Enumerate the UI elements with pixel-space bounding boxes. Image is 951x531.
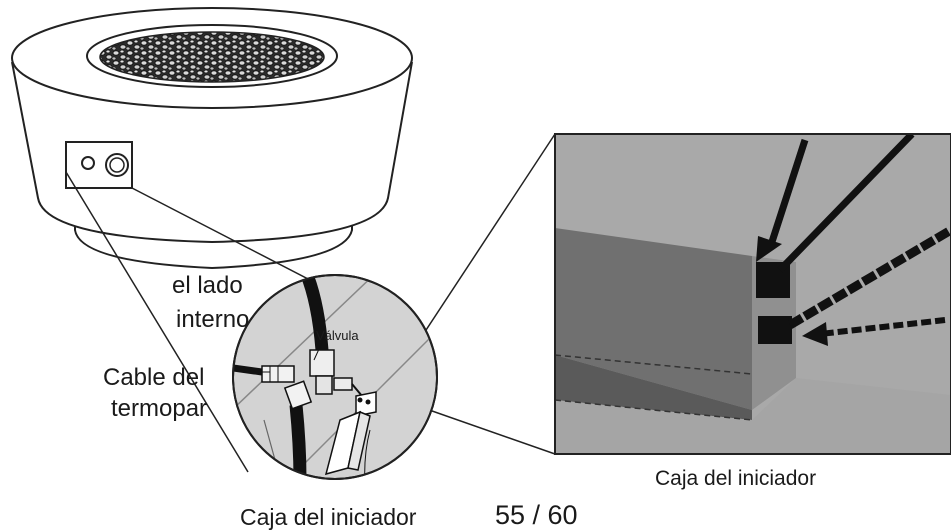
thermocouple-label-line1: Cable del [103,364,205,391]
igniter-button [81,156,95,170]
fire-pit-bowl [11,7,413,270]
igniter-box-label-right: Caja del iniciador [655,467,817,490]
arrow-bottom [802,317,946,346]
control-knob [105,153,129,177]
inner-side-label-line1: el lado [172,272,243,299]
valve-label: Válvula [316,328,359,343]
closeup-frame [554,133,951,455]
page-number: 55 / 60 [495,500,578,530]
thermocouple-label-line2: termopar [111,395,208,422]
control-panel [65,141,133,189]
igniter-terminal-bottom [758,316,792,344]
lava-stones [99,31,325,83]
valve-body [309,349,335,377]
valve-detail-circle [232,274,438,480]
inner-side-label-line2: interno [176,306,250,333]
igniter-box-label-bottom: Caja del iniciador [240,504,417,530]
igniter-closeup [555,134,951,454]
arrow-top [756,138,809,262]
gas-hose-bottom [289,404,307,479]
